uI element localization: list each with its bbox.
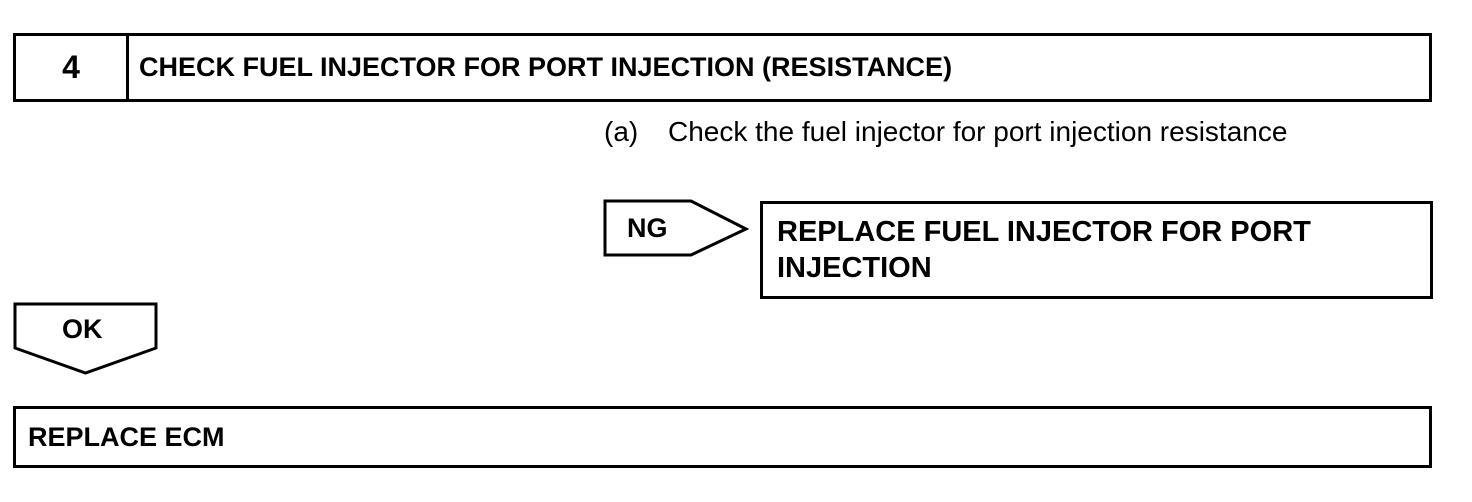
ok-arrow-tag — [13, 302, 158, 375]
step-number: 4 — [16, 36, 129, 99]
ok-result-text: REPLACE ECM — [28, 421, 225, 452]
ng-result-box: REPLACE FUEL INJECTOR FOR PORT INJECTION — [760, 201, 1433, 299]
ng-tag-label: NG — [627, 213, 668, 243]
ng-result-line-1: REPLACE FUEL INJECTOR FOR PORT — [777, 216, 1311, 248]
ng-result-line-2: INJECTION — [777, 252, 932, 284]
instruction-line: (a) Check the fuel injector for port inje… — [604, 116, 1287, 148]
step-title: CHECK FUEL INJECTOR FOR PORT INJECTION (… — [139, 52, 953, 82]
ng-arrow-tag — [603, 199, 750, 257]
ok-result-box: REPLACE ECM — [13, 406, 1432, 468]
ok-tag-label: OK — [62, 314, 103, 344]
step-header: 4 CHECK FUEL INJECTOR FOR PORT INJECTION… — [13, 33, 1432, 102]
instruction-text: Check the fuel injector for port injecti… — [668, 116, 1288, 147]
instruction-marker: (a) — [604, 116, 639, 147]
ng-result-text: REPLACE FUEL INJECTOR FOR PORT INJECTION — [777, 214, 1377, 286]
